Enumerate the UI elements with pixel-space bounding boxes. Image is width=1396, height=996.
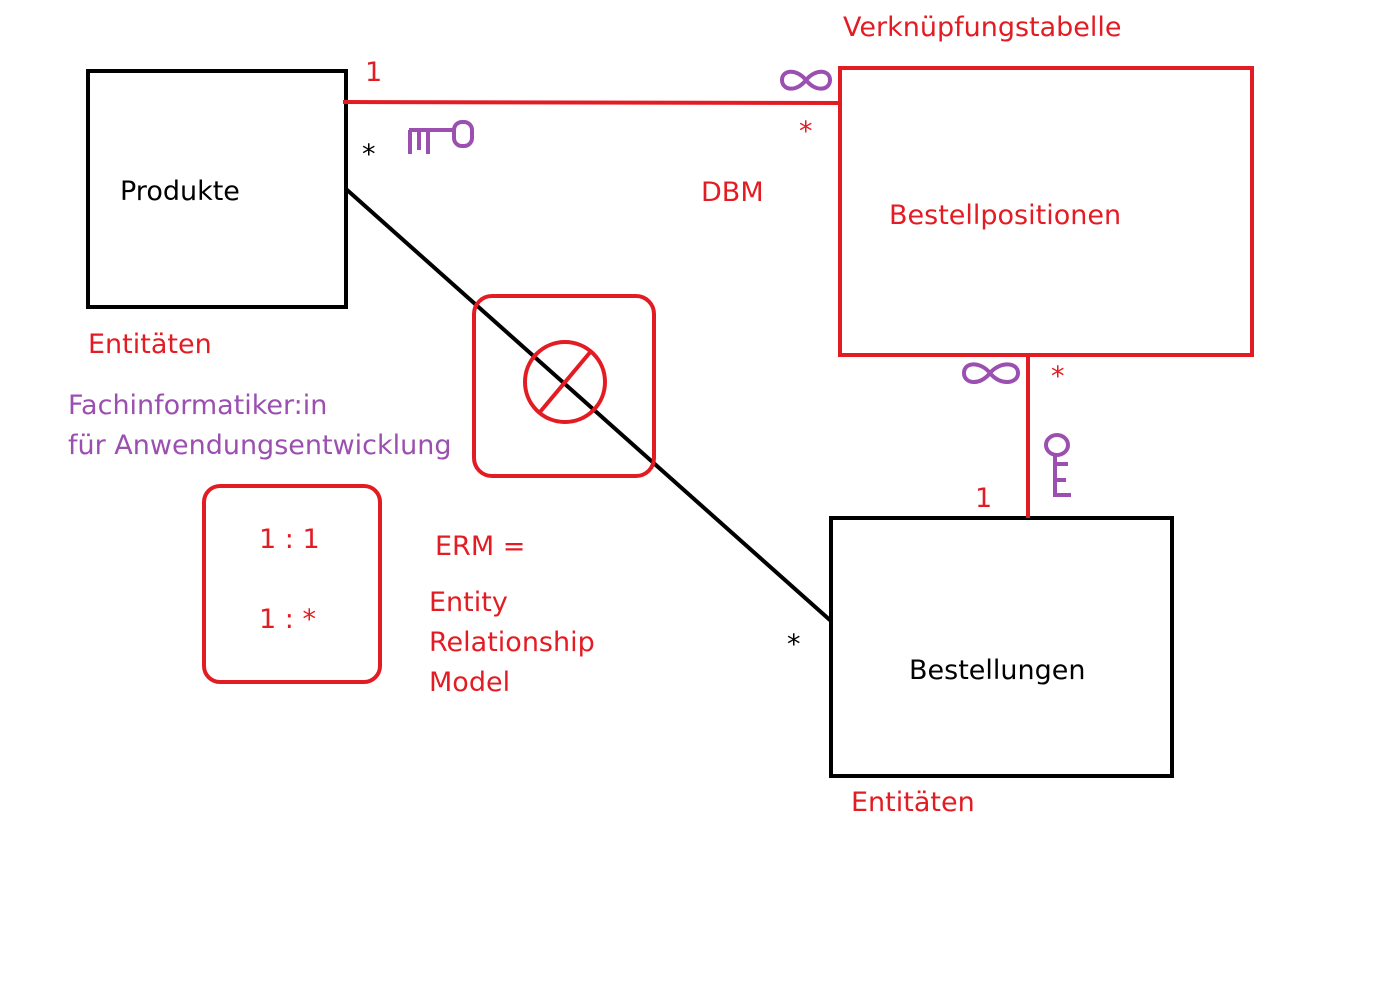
- entity-box-bestellpositionen: [838, 66, 1254, 357]
- label-erm-model: Model: [429, 667, 511, 698]
- cardinality-bestellungen-star: *: [787, 629, 801, 660]
- label-entitaeten-bestellungen: Entitäten: [851, 787, 975, 818]
- cardinality-bestellpositionen-left-star: *: [799, 116, 813, 147]
- label-fachinformatiker-line1: Fachinformatiker:in: [68, 390, 328, 421]
- key-icon: [408, 120, 474, 154]
- no-entry-icon: [472, 294, 656, 478]
- infinity-icon: [779, 69, 833, 91]
- cardinality-produkte-one: 1: [365, 57, 383, 88]
- label-erm-relationship: Relationship: [429, 627, 595, 658]
- cardinality-one-to-many: 1 : *: [259, 604, 316, 635]
- entity-box-bestellungen: [829, 516, 1174, 778]
- cardinality-box-frame: [202, 484, 382, 684]
- relation-line-produkte-bestellungen-crossed: [344, 187, 833, 623]
- label-dbm: DBM: [701, 177, 764, 208]
- relation-line-produkte-bestellpositionen: [342, 100, 841, 105]
- infinity-icon: [961, 362, 1021, 384]
- entity-name-bestellpositionen: Bestellpositionen: [889, 200, 1122, 231]
- label-entitaeten-produkte: Entitäten: [88, 329, 212, 360]
- cardinality-bestellpositionen-bottom-star: *: [1051, 361, 1065, 392]
- label-erm-entity: Entity: [429, 587, 508, 618]
- label-fachinformatiker-line2: für Anwendungsentwicklung: [68, 430, 452, 461]
- cardinality-one-to-one: 1 : 1: [259, 524, 320, 555]
- cardinality-bestellungen-one: 1: [975, 483, 993, 514]
- label-erm-equals: ERM =: [435, 531, 526, 562]
- entity-name-bestellungen: Bestellungen: [909, 655, 1086, 686]
- key-icon: [1044, 433, 1071, 497]
- entity-name-produkte: Produkte: [120, 176, 240, 207]
- label-verknuepfungstabelle: Verknüpfungstabelle: [843, 12, 1122, 43]
- cardinality-produkte-star: *: [362, 139, 376, 170]
